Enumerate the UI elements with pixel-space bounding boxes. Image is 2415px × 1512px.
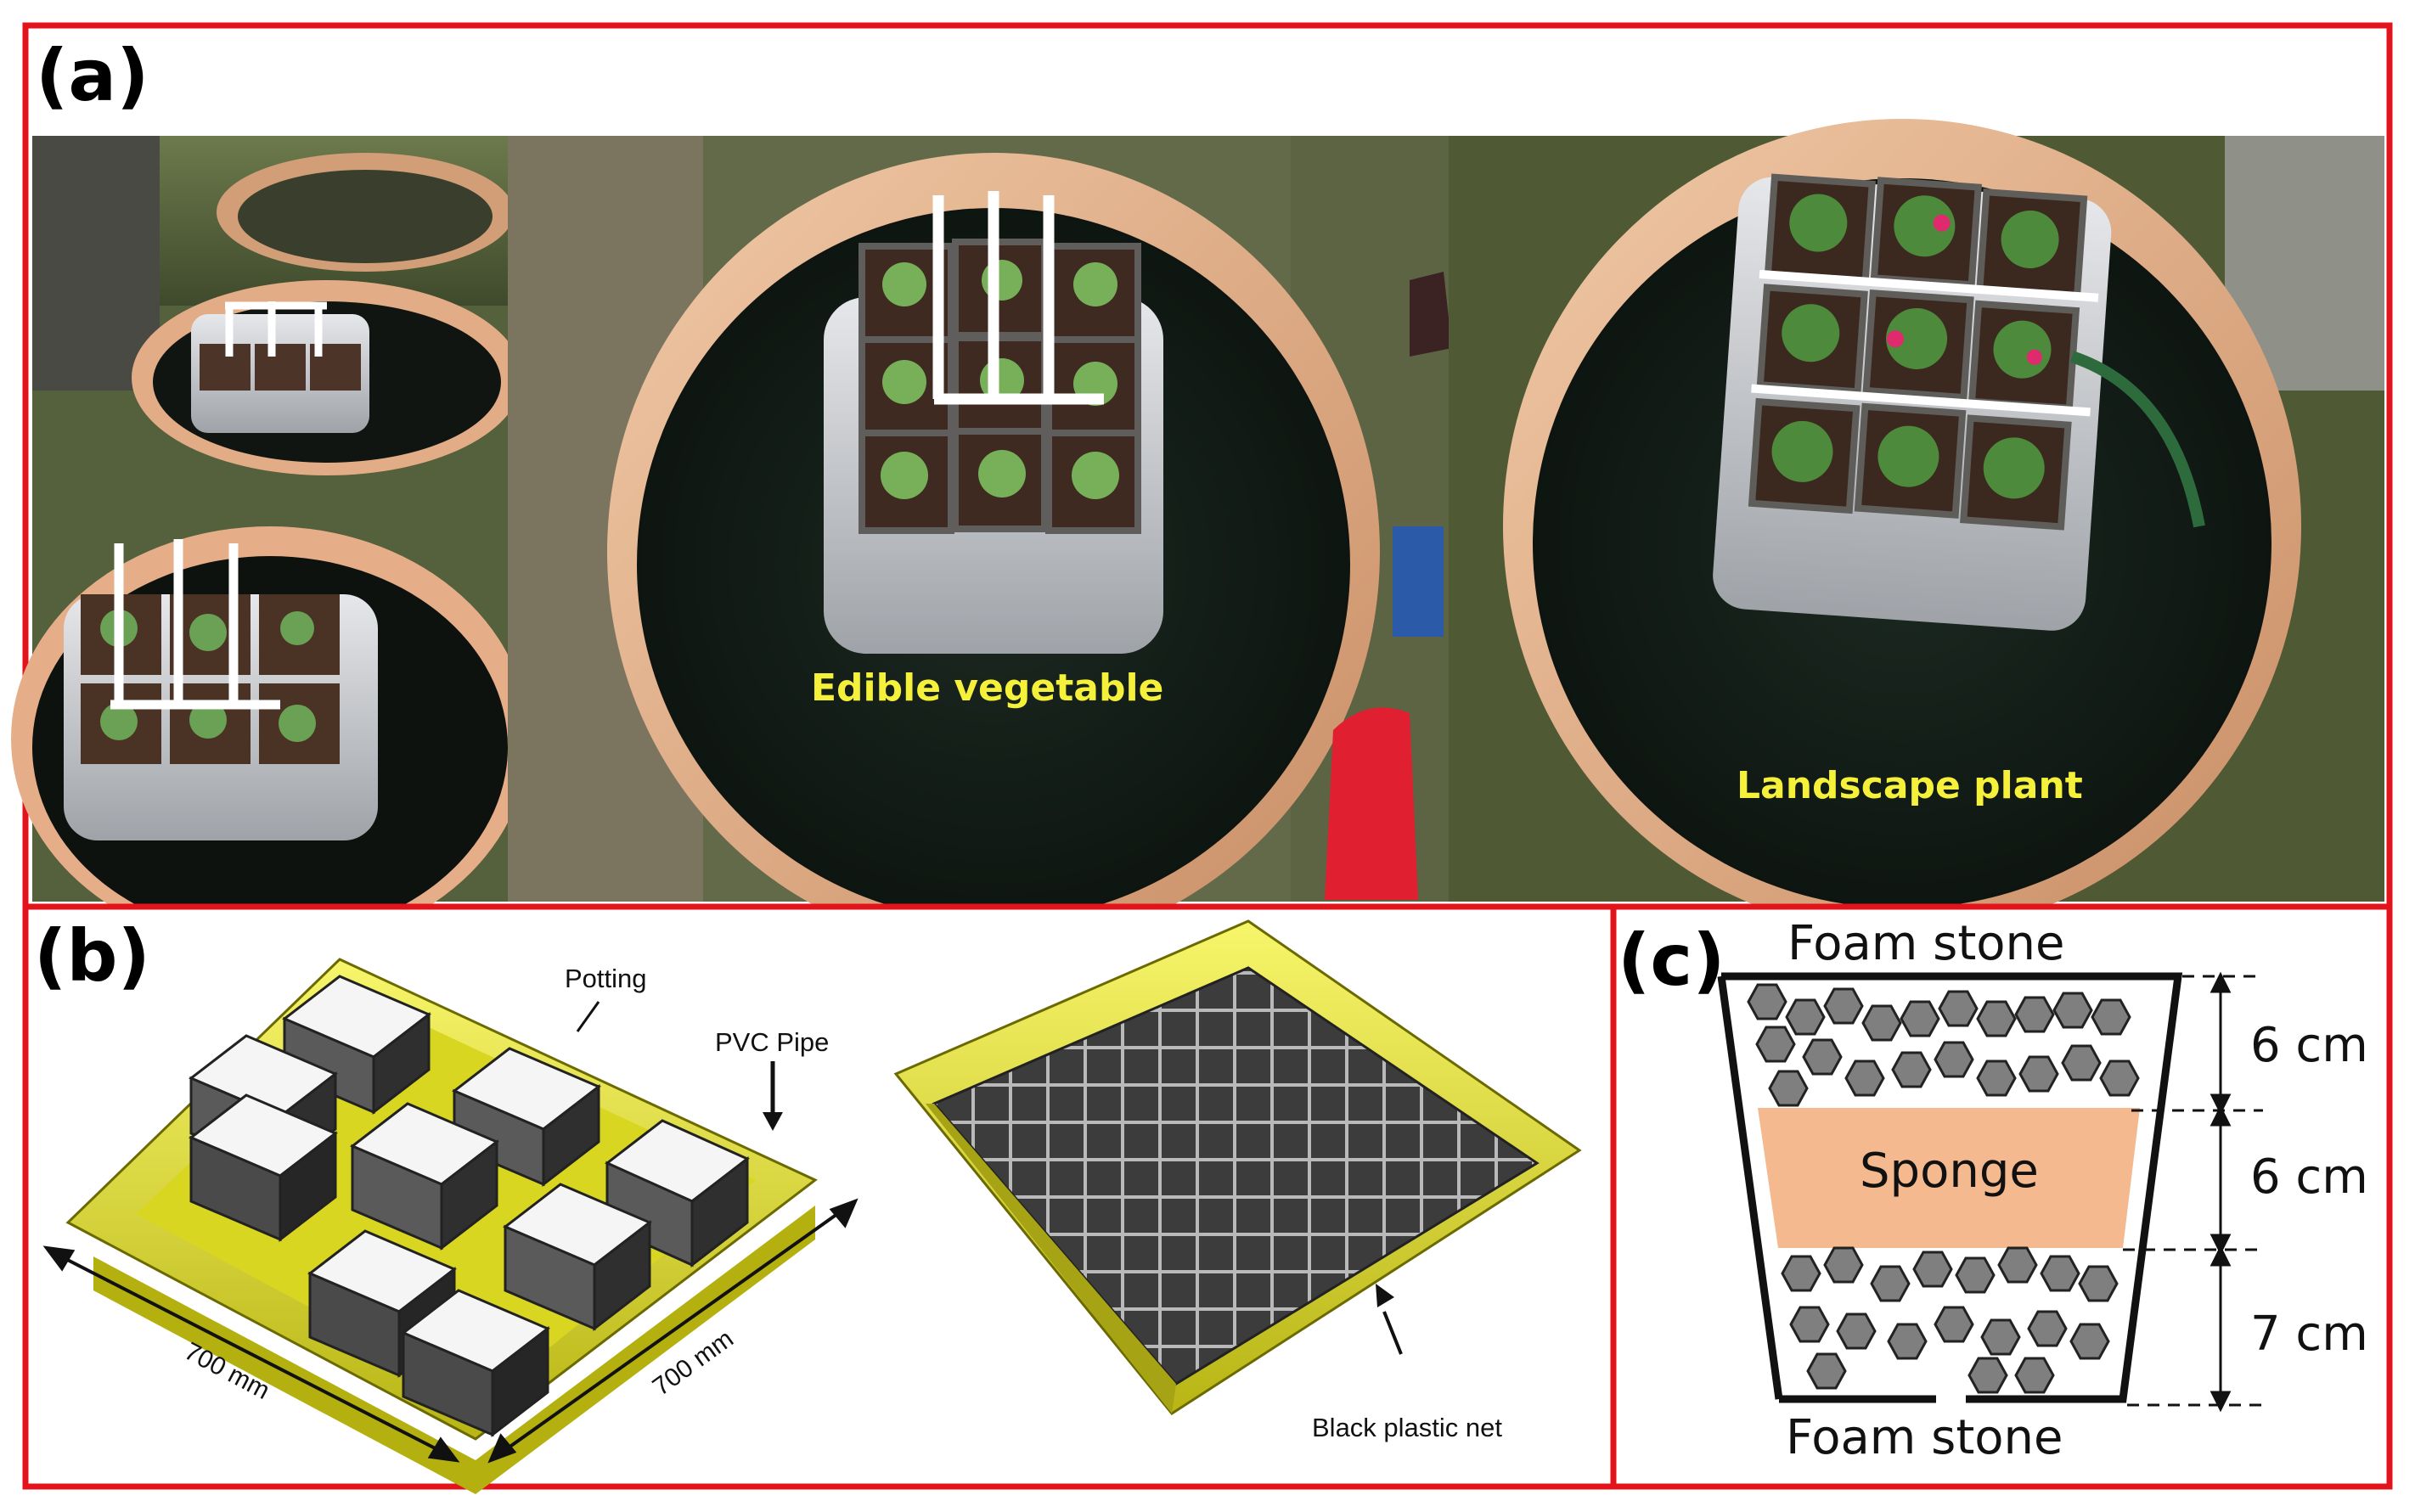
panel-c: (c): [1610, 903, 2393, 1490]
sponge-layer: [1758, 1108, 2140, 1248]
panel-c-letter: (c): [1618, 919, 1725, 1002]
panel-b-letter: (b): [34, 914, 150, 998]
label-potting: Potting: [565, 964, 647, 993]
label-foam-stone-bottom: Foam stone: [1786, 1410, 2063, 1465]
float-underside-net: [893, 919, 1582, 1415]
label-pvc-pipe: PVC Pipe: [715, 1027, 829, 1057]
pot-8: [307, 1229, 457, 1379]
pot-5: [189, 1093, 338, 1243]
label-edible-vegetable: Edible vegetable: [811, 666, 1163, 710]
photo-2: [508, 136, 1452, 951]
pot-6: [605, 1119, 750, 1268]
pot-1: [282, 975, 431, 1116]
float-with-pots: [42, 958, 858, 1494]
label-dimension-3: 7 cm: [2250, 1307, 2368, 1362]
foam-stone-bottom-layer: [1781, 1246, 2119, 1394]
pot-cross-section: [1717, 972, 2183, 1403]
photo-1: [11, 136, 529, 951]
panel-a: (a): [11, 22, 2393, 951]
panel-a-letter: (a): [36, 34, 149, 117]
panel-b: (b): [22, 903, 1617, 1494]
foam-stone-top-layer: [1747, 983, 2140, 1107]
pot-7: [503, 1183, 652, 1332]
label-dimension-1: 6 cm: [2250, 1018, 2368, 1073]
label-dimension-2: 6 cm: [2250, 1149, 2368, 1205]
label-black-plastic-net: Black plastic net: [1312, 1413, 1502, 1442]
pot-4: [350, 1102, 499, 1251]
layer-dimensions: [2123, 971, 2263, 1413]
pot-3: [452, 1047, 601, 1188]
label-foam-stone-top: Foam stone: [1787, 916, 2064, 971]
label-landscape-plant: Landscape plant: [1737, 764, 2083, 807]
pot-9: [401, 1289, 550, 1438]
dimension-arrows: [42, 1198, 858, 1464]
photo-3: [1449, 119, 2384, 934]
label-sponge: Sponge: [1860, 1144, 2039, 1199]
